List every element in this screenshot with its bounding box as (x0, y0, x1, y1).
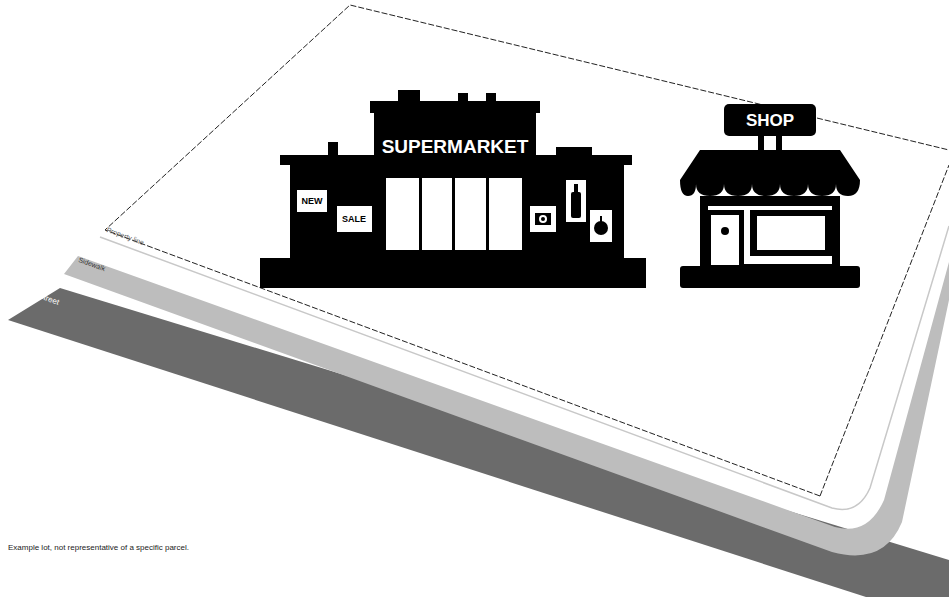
property-strip (100, 226, 949, 509)
window-sign: SALE (342, 215, 366, 224)
shop-sign: SHOP (746, 112, 794, 129)
lot-boundary (105, 5, 949, 496)
window-sign: NEW (302, 197, 323, 206)
shop-icon (680, 104, 860, 288)
sidewalk-band (64, 256, 949, 555)
caption: Example lot, not representative of a spe… (8, 544, 189, 552)
band-label: Property line (106, 226, 145, 246)
store-sign: SUPERMARKET (382, 137, 529, 156)
street-band (8, 288, 949, 597)
supermarket-icon (260, 90, 646, 288)
